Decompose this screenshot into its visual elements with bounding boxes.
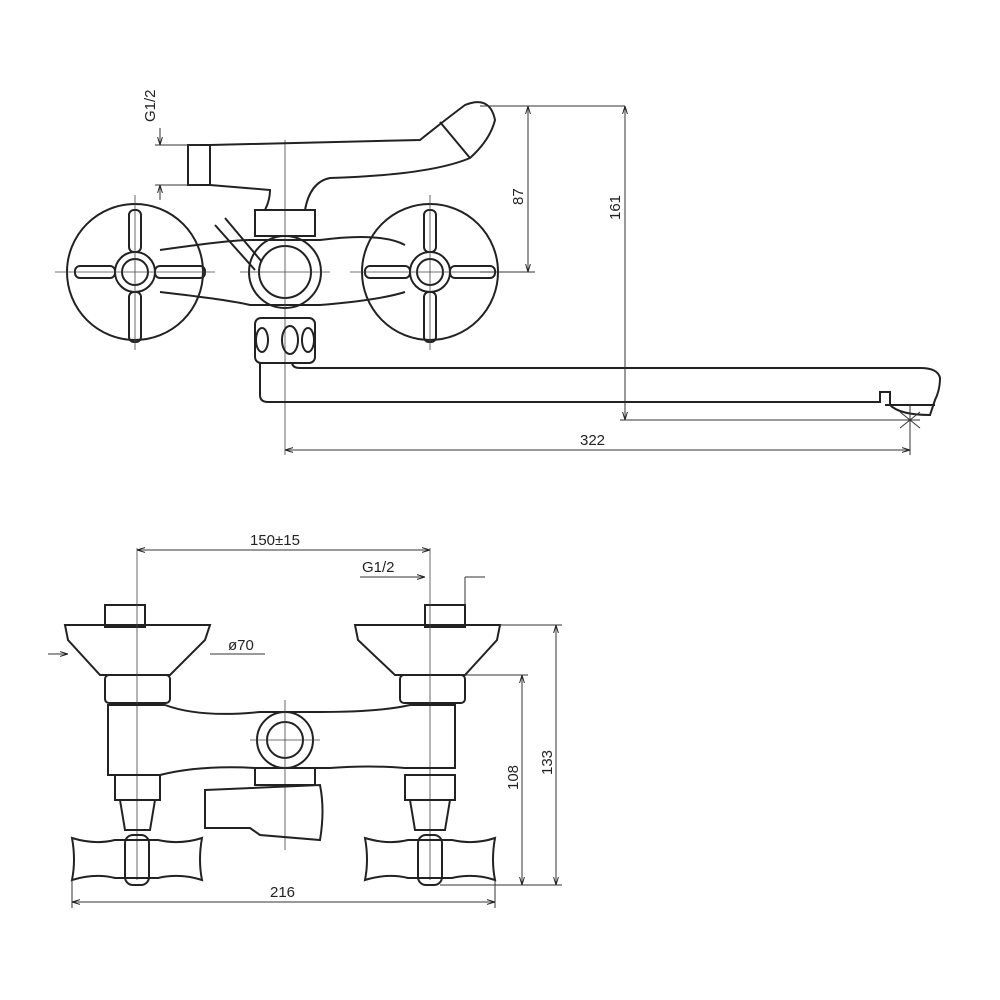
height-108-label: 108 bbox=[505, 765, 522, 790]
mixer-body bbox=[159, 140, 406, 455]
inlet-thread-label-bottom: G1/2 bbox=[362, 559, 395, 576]
bottom-body bbox=[107, 700, 456, 850]
overall-width-label: 216 bbox=[270, 884, 295, 901]
height-133-label: 133 bbox=[539, 750, 556, 775]
flange-diameter-label: ø70 bbox=[228, 637, 254, 654]
inlet-thread-label: G1/2 bbox=[142, 89, 159, 122]
left-cross-handle bbox=[70, 834, 204, 886]
height-87-label: 87 bbox=[510, 188, 527, 205]
bottom-dimensions: 150±15 G1/2 ø70 108 133 216 bbox=[48, 532, 562, 908]
front-dimensions: G1/2 87 161 322 bbox=[142, 89, 921, 455]
bottom-view: 150±15 G1/2 ø70 108 133 216 bbox=[48, 532, 562, 908]
front-view: G1/2 87 161 322 bbox=[55, 89, 942, 455]
diverter-lever bbox=[187, 101, 497, 211]
left-inlet bbox=[63, 548, 212, 880]
spout bbox=[259, 361, 942, 417]
center-distance-label: 150±15 bbox=[250, 532, 300, 549]
spout-reach-label: 322 bbox=[580, 432, 605, 449]
height-161-label: 161 bbox=[607, 195, 624, 220]
left-valve-handle bbox=[55, 195, 215, 350]
